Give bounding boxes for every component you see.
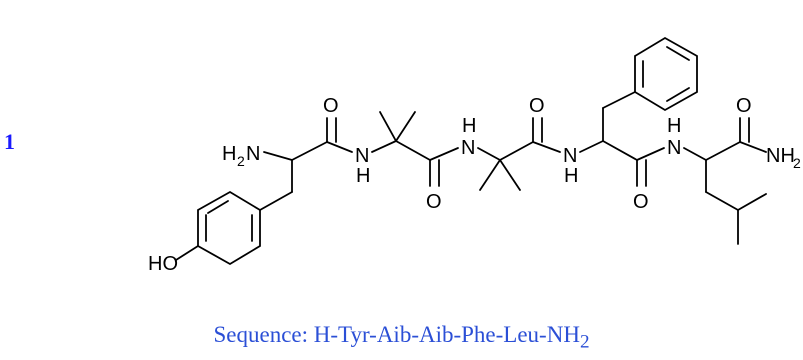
bond [207,200,229,214]
atom-label-subscript: 2 [793,155,801,171]
atom-label: N [563,145,577,167]
atom-label: N [246,143,260,165]
atom-label: O [529,95,545,117]
bond [737,193,767,211]
bond [263,151,293,161]
atom-label: O [426,191,442,213]
bond [602,91,636,109]
atom-label: N [355,145,369,167]
compound-number: 1 [4,129,15,154]
bond [395,111,416,142]
atom-label: HO [148,253,178,275]
bond [259,191,293,211]
bond [683,147,707,161]
bond [579,140,604,153]
bond [532,141,561,153]
atom-label: H [356,165,370,187]
bond [705,191,739,211]
bond [666,87,690,102]
atom-label: O [633,191,649,213]
atom-labels: H 2 N O N H O H N O N H O H N O NH 2 HO [148,95,801,275]
atom-label: H [564,165,578,187]
bond [395,140,431,161]
bond [739,141,767,153]
atom-label: N [667,137,681,159]
bond [326,141,353,153]
atom-label: NH [766,145,795,167]
bond [499,159,521,191]
atom-label: O [736,95,752,117]
atom-label: H [667,115,681,137]
tyrosine-phenol-ring [197,190,261,266]
bond [477,147,501,161]
bond [175,245,199,261]
bond [499,141,534,161]
phenylalanine-benzene-ring [634,36,698,112]
bond [429,147,459,161]
bond [602,140,638,161]
bond [666,46,690,61]
bond [636,147,665,161]
sequence-caption-text: Sequence: H-Tyr-Aib-Aib-Phe-Leu-NH [213,322,580,347]
bond [479,159,501,191]
sequence-caption-subscript: 2 [579,331,590,353]
sequence-caption: Sequence: H-Tyr-Aib-Aib-Phe-Leu-NH2 [0,322,803,354]
bond [371,140,397,153]
peptide-structure-diagram: H 2 N O N H O H N O N H O H N O NH 2 HO [148,36,801,275]
atom-label: H [222,143,236,165]
bond [705,141,741,161]
bond [379,111,397,142]
skeletal-bonds [175,36,767,266]
atom-label: H [462,115,476,137]
atom-label: N [461,137,475,159]
atom-label-subscript: 2 [237,153,245,169]
atom-label: O [323,95,339,117]
bond [291,141,328,161]
